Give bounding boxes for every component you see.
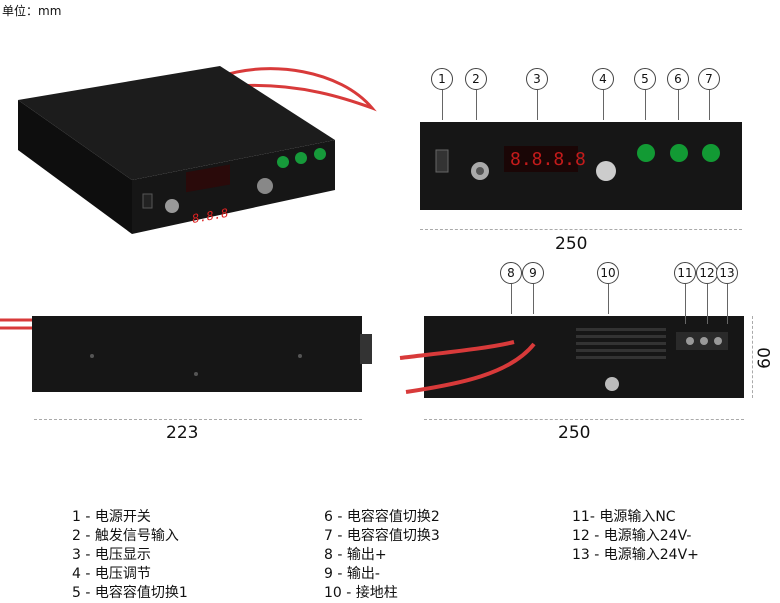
side-dimension-line	[34, 419, 362, 420]
legend-item: 5 - 电容容值切换1	[72, 585, 188, 601]
legend-item: 4 - 电压调节	[72, 566, 151, 582]
callout-3: 3	[526, 68, 548, 90]
leader-5	[645, 90, 646, 120]
legend-item: 3 - 电压显示	[72, 547, 151, 563]
legend-column-1: 1 - 电源开关 2 - 触发信号输入 3 - 电压显示 4 - 电压调节 5 …	[72, 508, 188, 603]
callout-7: 7	[698, 68, 720, 90]
height-label: 60	[754, 347, 775, 369]
leader-10	[608, 284, 609, 314]
callout-8: 8	[500, 262, 522, 284]
callout-6: 6	[667, 68, 689, 90]
leader-1	[442, 90, 443, 120]
rear-dimension-line	[424, 419, 744, 420]
legend-item: 12 - 电源输入24V-	[572, 528, 692, 544]
svg-text:8.8.8: 8.8.8	[192, 206, 228, 226]
legend-column-2: 6 - 电容容值切换2 7 - 电容容值切换3 8 - 输出+ 9 - 输出- …	[324, 508, 440, 603]
callout-10: 10	[597, 262, 619, 284]
legend-item: 6 - 电容容值切换2	[324, 509, 440, 525]
leader-13	[727, 284, 728, 324]
leader-8	[511, 284, 512, 314]
height-dimension-line	[752, 316, 753, 398]
callout-4: 4	[592, 68, 614, 90]
legend-item: 1 - 电源开关	[72, 509, 151, 525]
rear-view	[399, 316, 744, 398]
legend-item: 7 - 电容容值切换3	[324, 528, 440, 544]
legend-item: 13 - 电源输入24V+	[572, 547, 699, 563]
front-view: 8.8.8.8	[420, 122, 742, 210]
callout-13: 13	[716, 262, 738, 284]
callout-5: 5	[634, 68, 656, 90]
leader-11	[685, 284, 686, 324]
leader-9	[533, 284, 534, 314]
callout-11: 11	[674, 262, 696, 284]
rear-width-label: 250	[558, 423, 591, 443]
callout-12: 12	[696, 262, 718, 284]
svg-text:8.8.8.8: 8.8.8.8	[510, 149, 586, 170]
side-length-label: 223	[166, 423, 199, 443]
leader-3	[537, 90, 538, 120]
device-perspective-view: 8.8.8	[18, 66, 377, 234]
leader-4	[603, 90, 604, 120]
leader-2	[476, 90, 477, 120]
legend-item: 2 - 触发信号输入	[72, 528, 179, 544]
leader-12	[707, 284, 708, 324]
legend-item: 9 - 输出-	[324, 566, 380, 582]
legend-item: 11- 电源输入NC	[572, 509, 676, 525]
side-view	[0, 316, 372, 392]
unit-label: 单位：mm	[2, 4, 62, 18]
legend-item: 8 - 输出+	[324, 547, 387, 563]
callout-1: 1	[431, 68, 453, 90]
legend-column-3: 11- 电源输入NC 12 - 电源输入24V- 13 - 电源输入24V+	[572, 508, 699, 565]
legend-item: 10 - 接地柱	[324, 585, 398, 601]
leader-6	[678, 90, 679, 120]
callout-2: 2	[465, 68, 487, 90]
callout-9: 9	[522, 262, 544, 284]
leader-7	[709, 90, 710, 120]
front-dimension-line	[420, 229, 742, 230]
front-width-label: 250	[555, 234, 588, 254]
